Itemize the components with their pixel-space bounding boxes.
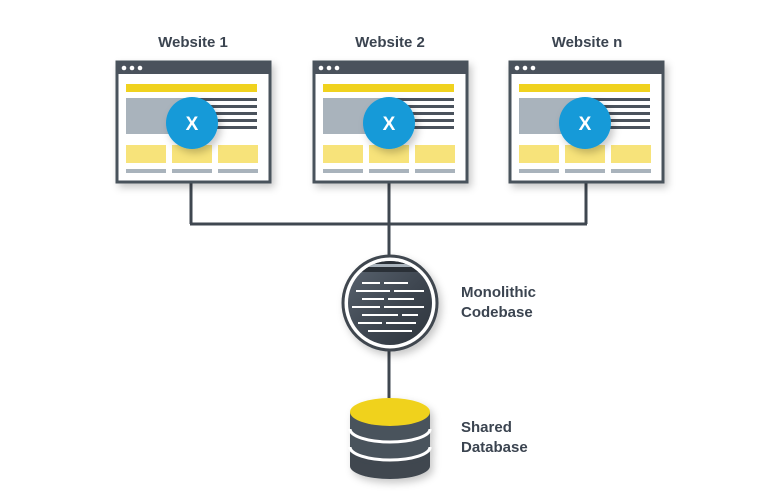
database-label-line2: Database [461, 439, 528, 456]
website-2-label: Website 2 [355, 34, 425, 51]
x-badge-n: X [559, 97, 611, 149]
x-badge-2: X [363, 97, 415, 149]
website-n-label: Website n [552, 34, 623, 51]
svg-text:X: X [186, 114, 199, 135]
database-icon [348, 398, 432, 479]
svg-text:X: X [383, 114, 396, 135]
website-1: X [115, 60, 272, 184]
svg-text:X: X [579, 114, 592, 135]
connectors [189, 180, 588, 398]
website-1-label: Website 1 [158, 34, 228, 51]
database-label-line1: Shared [461, 419, 512, 436]
codebase-icon [341, 254, 439, 352]
website-2: X [312, 60, 469, 184]
x-badge-1: X [166, 97, 218, 149]
website-n: X [508, 60, 665, 184]
codebase-label-line2: Codebase [461, 304, 533, 321]
codebase-label-line1: Monolithic [461, 284, 536, 301]
